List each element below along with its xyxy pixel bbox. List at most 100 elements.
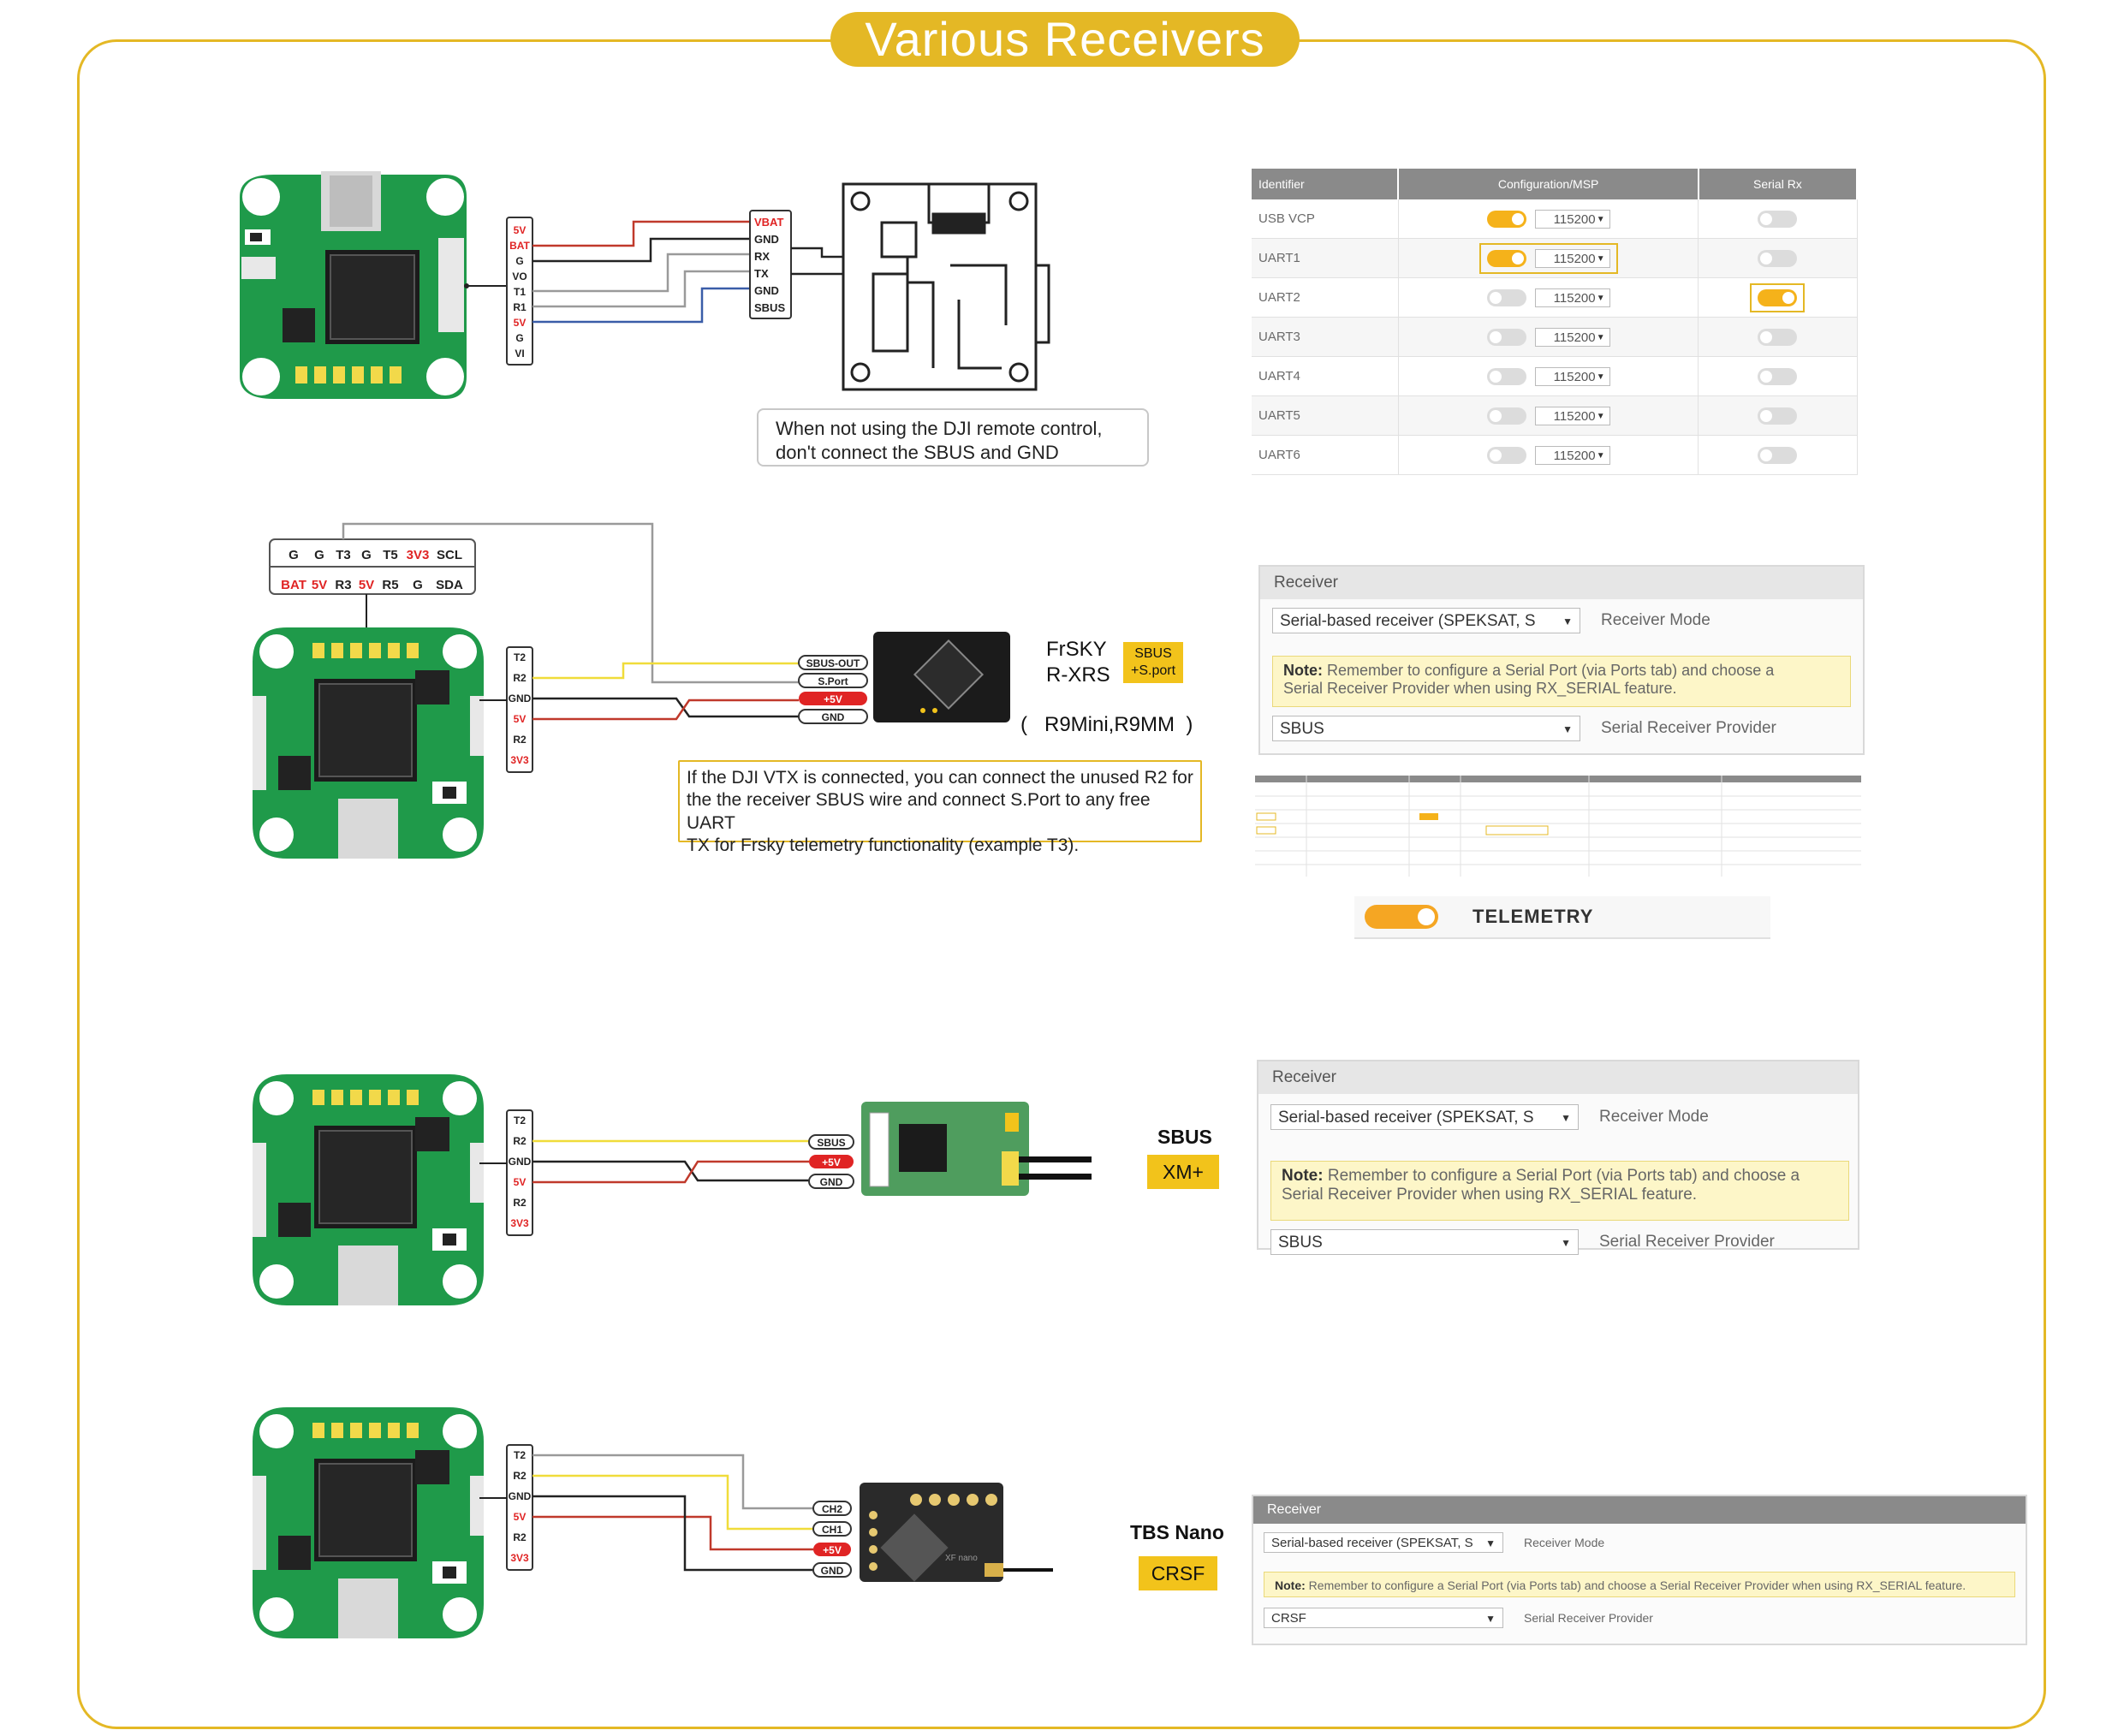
baud-select[interactable]: 115200 bbox=[1534, 248, 1610, 269]
tbs-receiver-name: TBS Nano bbox=[1130, 1521, 1224, 1543]
pin-label: R2 bbox=[513, 1531, 527, 1543]
msp-toggle[interactable] bbox=[1486, 210, 1526, 228]
msp-cell: 115200 bbox=[1398, 238, 1699, 278]
port-identifier: UART1 bbox=[1252, 238, 1399, 278]
msp-toggle[interactable] bbox=[1486, 367, 1526, 385]
receiver-mode-select[interactable]: Serial-based receiver (SPEKSAT, S bbox=[1272, 608, 1580, 633]
note-bold: Note: bbox=[1275, 1578, 1306, 1592]
serial-rx-toggle[interactable] bbox=[1758, 328, 1798, 346]
pin-label: RX bbox=[754, 250, 770, 263]
pin-label: 5V bbox=[514, 224, 527, 236]
panel-header: Receiver bbox=[1253, 1496, 2026, 1524]
receiver-mode-label: Receiver Mode bbox=[1599, 1108, 1709, 1126]
serial-provider-label: Serial Receiver Provider bbox=[1599, 1233, 1775, 1251]
pin-label: TX bbox=[754, 267, 769, 280]
xm-protocol-badge: XM+ bbox=[1147, 1155, 1219, 1189]
dji-note: When not using the DJI remote control, d… bbox=[757, 408, 1149, 467]
pin-label: GND bbox=[509, 693, 532, 705]
dji-wires bbox=[532, 220, 750, 324]
board-label: XF nano bbox=[945, 1554, 978, 1563]
rx-pin-label: CH2 bbox=[822, 1503, 842, 1515]
pin-label: GND bbox=[509, 1156, 532, 1168]
frsky-rx-pins bbox=[798, 655, 868, 724]
receiver-note: Note: Remember to configure a Serial Por… bbox=[1272, 656, 1851, 707]
msp-toggle[interactable] bbox=[1486, 249, 1526, 267]
serial-provider-select[interactable]: SBUS bbox=[1272, 716, 1580, 742]
baud-select[interactable]: 115200 bbox=[1534, 366, 1610, 387]
receiver-panel-xm: Receiver Serial-based receiver (SPEKSAT,… bbox=[1257, 1060, 1859, 1256]
frsky-receiver-module bbox=[873, 632, 1010, 722]
serial-rx-cell bbox=[1698, 238, 1858, 278]
name-line: FrSKY bbox=[1046, 638, 1107, 661]
rx-pin-label: CH1 bbox=[822, 1524, 842, 1536]
xm-rx-pins bbox=[808, 1134, 854, 1189]
pin-label: T2 bbox=[514, 651, 526, 663]
msp-toggle[interactable] bbox=[1486, 288, 1526, 306]
msp-cell: 115200 bbox=[1398, 356, 1699, 396]
pad-label: T5 bbox=[383, 548, 398, 562]
panel-header: Receiver bbox=[1260, 567, 1863, 599]
serial-rx-toggle[interactable] bbox=[1758, 288, 1798, 306]
pin-label: R2 bbox=[513, 734, 527, 746]
serial-rx-toggle[interactable] bbox=[1758, 446, 1798, 464]
pin-label: 3V3 bbox=[510, 754, 529, 766]
rx-pin-label: +5V bbox=[823, 1544, 842, 1556]
xm-receiver-name: SBUS bbox=[1157, 1126, 1212, 1148]
pad-label: R5 bbox=[382, 578, 398, 592]
note-text: Remember to configure a Serial Port (via… bbox=[1323, 1167, 1800, 1185]
serial-provider-label: Serial Receiver Provider bbox=[1524, 1611, 1653, 1625]
column-header: Identifier bbox=[1252, 169, 1400, 199]
fc-pin-labels-dji: 5V BAT G VO T1 R1 5V G VI bbox=[509, 224, 530, 360]
telemetry-label: TELEMETRY bbox=[1473, 906, 1594, 927]
msp-toggle[interactable] bbox=[1486, 328, 1526, 346]
pin-label: VBAT bbox=[754, 216, 783, 229]
fc-board-xm bbox=[252, 1073, 485, 1306]
frsky-wires bbox=[532, 662, 799, 721]
rx-pin-label: +5V bbox=[822, 1156, 841, 1168]
serial-provider-select[interactable]: CRSF bbox=[1264, 1608, 1503, 1629]
pin-label: T1 bbox=[514, 286, 526, 298]
receiver-note: Note: Remember to configure a Serial Por… bbox=[1270, 1161, 1849, 1221]
serial-rx-toggle[interactable] bbox=[1758, 249, 1798, 267]
serial-rx-cell bbox=[1698, 277, 1858, 318]
serial-rx-cell bbox=[1698, 199, 1858, 239]
telemetry-toggle[interactable] bbox=[1365, 905, 1438, 929]
serial-provider-select[interactable]: SBUS bbox=[1270, 1229, 1579, 1256]
fc-board-tbs bbox=[252, 1406, 485, 1639]
serial-rx-toggle[interactable] bbox=[1758, 407, 1798, 425]
baud-select[interactable]: 115200 bbox=[1534, 327, 1610, 348]
pad-label: R3 bbox=[335, 578, 351, 592]
dji-vtx-module bbox=[842, 182, 1050, 391]
receiver-mode-select[interactable]: Serial-based receiver (SPEKSAT, S bbox=[1264, 1532, 1503, 1553]
baud-select[interactable]: 115200 bbox=[1534, 209, 1610, 229]
note-line: TX for Frsky telemetry functionality (ex… bbox=[687, 835, 1080, 855]
receiver-mode-select[interactable]: Serial-based receiver (SPEKSAT, S bbox=[1270, 1104, 1579, 1130]
pad-label: T3 bbox=[336, 548, 351, 562]
rx-pin-label: SBUS-OUT bbox=[806, 657, 860, 669]
pad-label: G bbox=[413, 578, 423, 592]
rx-pin-label: S.Port bbox=[818, 675, 848, 687]
baud-select[interactable]: 115200 bbox=[1534, 288, 1610, 308]
pin-label: GND bbox=[754, 233, 779, 246]
pad-label: G bbox=[314, 548, 324, 562]
frsky-note: If the DJI VTX is connected, you can con… bbox=[678, 760, 1202, 855]
pad-label: 5V bbox=[312, 578, 327, 592]
msp-toggle[interactable] bbox=[1486, 446, 1526, 464]
baud-select[interactable]: 115200 bbox=[1534, 445, 1610, 466]
note-line: don't connect the SBUS and GND bbox=[776, 441, 1059, 463]
baud-select[interactable]: 115200 bbox=[1534, 406, 1610, 426]
vtx-pin-labels: VBAT GND RX TX GND SBUS bbox=[754, 216, 785, 314]
serial-rx-toggle[interactable] bbox=[1758, 210, 1798, 228]
top-pad-labels: G G T3 G T5 3V3 SCL BAT 5V R3 5V R5 G SD… bbox=[281, 548, 463, 592]
serial-rx-cell bbox=[1698, 356, 1858, 396]
msp-toggle[interactable] bbox=[1486, 407, 1526, 425]
serial-rx-toggle[interactable] bbox=[1758, 367, 1798, 385]
fc-connector-tbs bbox=[506, 1444, 533, 1571]
msp-cell: 115200 bbox=[1398, 395, 1699, 436]
ports-table: Identifier Configuration/MSP Serial Rx U… bbox=[1252, 169, 1859, 475]
port-identifier: UART3 bbox=[1252, 317, 1399, 357]
